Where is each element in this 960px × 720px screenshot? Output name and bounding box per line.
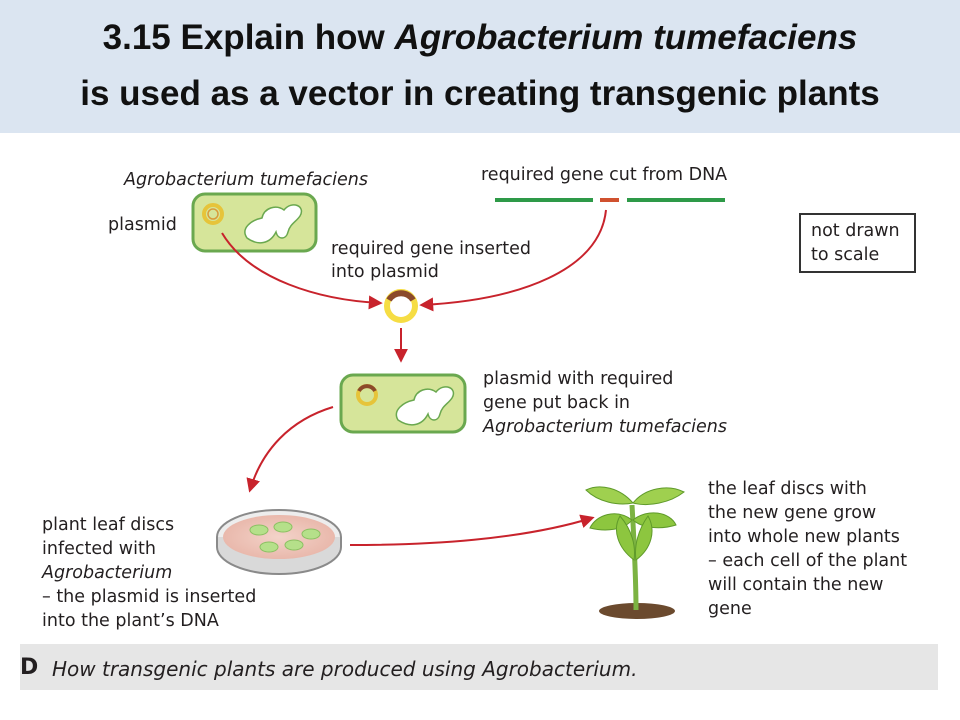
petri-dish-icon <box>216 509 342 575</box>
label-gene-cut: required gene cut from DNA <box>481 165 728 185</box>
label-grow-1: the leaf discs with <box>708 479 867 499</box>
label-discs-1: plant leaf discs <box>42 515 175 535</box>
label-discs-5: into the plant’s DNA <box>42 611 219 631</box>
figure-letter: D <box>20 655 39 680</box>
label-not-drawn: not drawn <box>811 221 900 241</box>
bacterium-with-plasmid-icon <box>339 373 467 434</box>
page-title-line1: 3.15 Explain how Agrobacterium tumefacie… <box>102 18 858 57</box>
label-put-back-3: Agrobacterium tumefaciens <box>483 417 727 437</box>
label-grow-6: gene <box>708 599 752 619</box>
label-put-back-2: gene put back in <box>483 393 631 413</box>
label-gene-inserted-2: into plasmid <box>331 262 439 282</box>
recombinant-plasmid-icon <box>384 289 418 323</box>
label-gene-inserted-1: required gene inserted <box>331 239 531 259</box>
label-discs-4: – the plasmid is inserted <box>42 587 257 607</box>
not-drawn-to-scale-box <box>799 213 916 273</box>
process-arrows <box>221 209 607 546</box>
label-grow-3: into whole new plants <box>708 527 900 547</box>
label-discs-3: Agrobacterium <box>42 563 173 583</box>
plasmid-ring-icon <box>202 203 224 225</box>
label-plasmid: plasmid <box>108 215 177 235</box>
label-to-scale: to scale <box>811 245 880 265</box>
plant-seedling-icon <box>585 486 685 619</box>
figure-caption-bar <box>20 644 938 690</box>
label-grow-4: – each cell of the plant <box>708 551 908 571</box>
label-discs-2: infected with <box>42 539 156 559</box>
label-grow-5: will contain the new <box>708 575 884 595</box>
label-agrobacterium: Agrobacterium tumefaciens <box>124 170 368 190</box>
label-grow-2: the new gene grow <box>708 503 877 523</box>
page-title-line2: is used as a vector in creating transgen… <box>80 74 880 113</box>
title-banner <box>0 0 960 133</box>
label-put-back-1: plasmid with required <box>483 369 674 389</box>
figure-caption: How transgenic plants are produced using… <box>52 657 638 681</box>
